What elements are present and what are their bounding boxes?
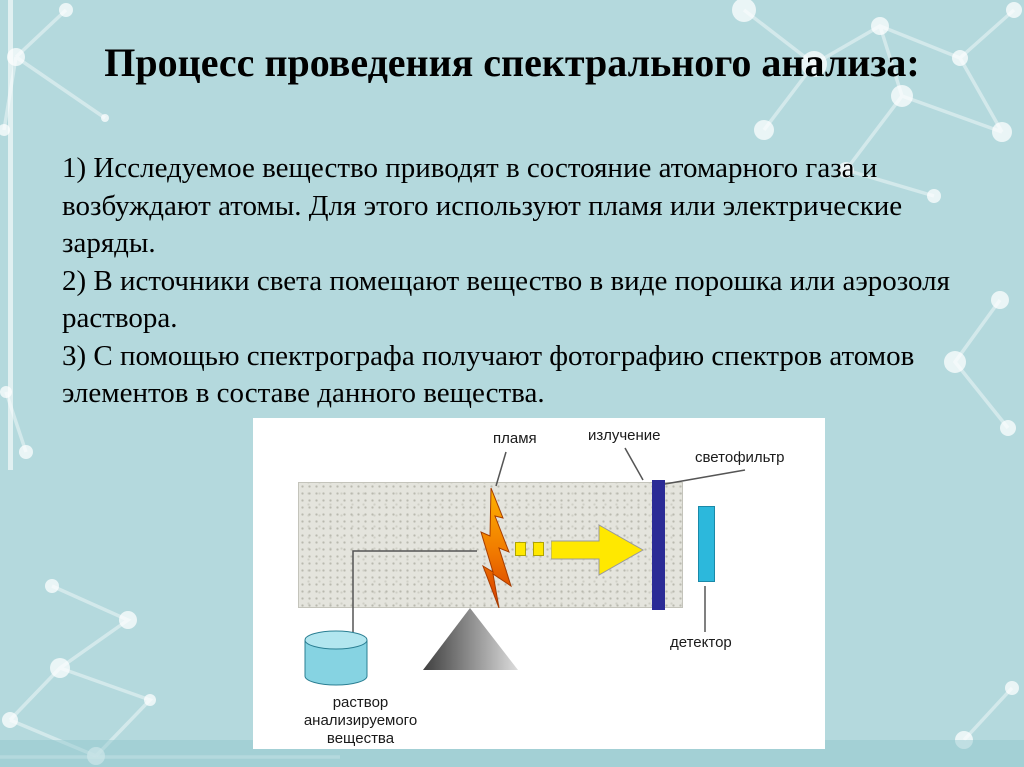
- label-light-filter: светофильтр: [695, 449, 785, 466]
- radiation-dash-icon: [515, 542, 526, 556]
- label-solution: раствор анализируемого вещества: [303, 694, 418, 747]
- body-text: 1) Исследуемое вещество приводят в состо…: [62, 150, 997, 413]
- label-radiation: излучение: [588, 427, 661, 444]
- flame-icon: [480, 488, 512, 608]
- label-flame: пламя: [493, 430, 537, 447]
- light-filter-bar: [652, 480, 665, 610]
- diagram-panel: пламя излучение светофильтр детектор рас…: [253, 418, 825, 749]
- paragraph-2: 2) В источники света помещают вещество в…: [62, 264, 950, 335]
- solution-cylinder-icon: [304, 630, 368, 686]
- detector-rect: [698, 506, 715, 582]
- radiation-dash-icon: [533, 542, 544, 556]
- paragraph-1: 1) Исследуемое вещество приводят в состо…: [62, 152, 903, 259]
- label-detector: детектор: [670, 634, 732, 651]
- page-title: Процесс проведения спектрального анализа…: [104, 40, 920, 85]
- connector-lines: [352, 447, 746, 640]
- radiation-arrow-icon: [551, 524, 645, 576]
- burner-triangle-icon: [423, 608, 518, 670]
- paragraph-3: 3) С помощью спектрографа получают фотог…: [62, 339, 915, 410]
